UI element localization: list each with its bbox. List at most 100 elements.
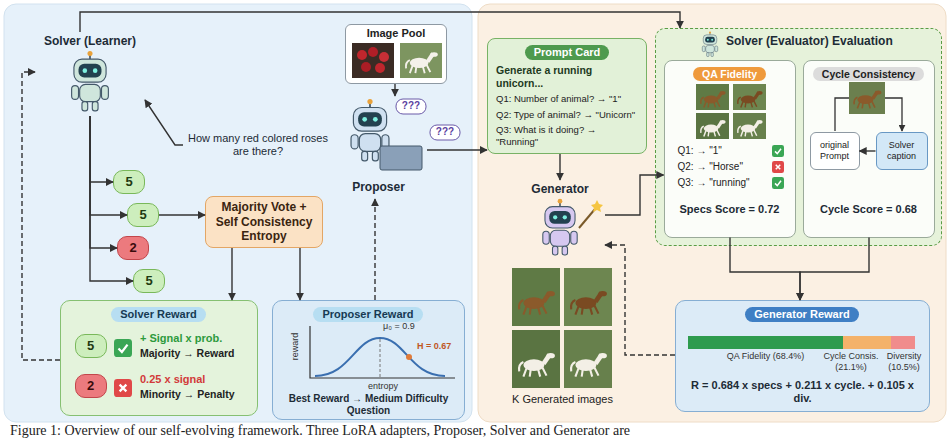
connector-arrow — [90, 116, 113, 182]
answer-bubble: 5 — [133, 269, 165, 293]
connector-arrow — [90, 116, 127, 215]
answer-bubble: 5 — [127, 203, 159, 227]
section-heading: Solver Reward — [111, 307, 205, 322]
answer-bubble: 5 — [75, 334, 107, 358]
question-line: Q2: Type of animal? → "Unicorn" — [496, 109, 638, 120]
thought-bubble — [396, 99, 426, 114]
prompt-text: Generate a running unicorn... — [496, 64, 638, 89]
check-icon — [772, 177, 784, 189]
connector-arrow — [800, 238, 869, 301]
generator-panel — [478, 4, 946, 422]
section-heading: Proposer Reward — [313, 307, 422, 322]
robot-icon — [72, 51, 109, 111]
axis-label: reward — [290, 324, 301, 368]
connector-arrow — [427, 149, 487, 150]
generated-image — [733, 113, 766, 139]
reward-box: Solver Reward + Signal x prob. Majority → … — [60, 300, 258, 416]
connector-arrow — [374, 199, 375, 300]
generated-image — [696, 84, 729, 110]
legend-label: Cycle Consis. (21.1%) — [822, 351, 880, 373]
box-label: original Prompt — [815, 140, 855, 162]
agent-name: Solver (Learner) — [35, 34, 145, 48]
answer-check: Q3: → "running" — [678, 177, 770, 189]
flow-line — [835, 98, 849, 131]
agent-name: Proposer — [330, 180, 427, 194]
generated-image — [564, 330, 612, 388]
chart-annotation: μ₀ = 0.9 — [383, 321, 443, 332]
generated-image — [512, 268, 560, 326]
image-caption: K Generated images — [505, 393, 620, 406]
question-line: Q1: Number of animal? → "1" — [496, 93, 638, 104]
section-heading: QA Fidelity — [693, 67, 766, 82]
reward-box: Proposer Reward reward entropy μ₀ = 0.9 H = … — [272, 300, 465, 420]
answer-value: 2 — [129, 240, 136, 256]
check-icon — [772, 145, 784, 157]
answer-value: 5 — [145, 273, 152, 289]
answer-value: 5 — [87, 338, 94, 354]
connector-arrow — [299, 248, 300, 300]
chart-axes — [310, 326, 455, 378]
section-heading: Cycle Consistency — [813, 67, 924, 82]
connector-arrow — [860, 150, 876, 151]
prompt-card: Prompt CardGenerate a running unicorn...… — [487, 38, 647, 154]
entropy-marker — [406, 354, 412, 360]
connector-arrow — [730, 238, 800, 301]
answer-value: 5 — [125, 174, 132, 190]
thought-bubble — [430, 125, 460, 140]
connector-arrow — [22, 72, 60, 360]
score-value: Cycle Score = 0.68 — [804, 203, 934, 216]
robot-icon — [543, 199, 577, 255]
connector-arrow — [80, 12, 680, 32]
answer-check: Q2: → "Horse" — [678, 161, 770, 173]
chart-annotation: H = 0.67 — [417, 341, 462, 352]
reward-rule: Majority → Reward — [140, 347, 255, 360]
unicorn-image — [400, 43, 442, 78]
check-icon — [114, 339, 132, 357]
peak-line — [380, 339, 381, 378]
legend-label: Diversity (10.5%) — [882, 351, 926, 373]
score-value: Specs Score = 0.72 — [665, 203, 795, 216]
cross-icon — [114, 379, 132, 397]
generated-image — [849, 82, 885, 114]
reward-formula: R = 0.684 x specs + 0.211 x cycle. + 0.1… — [684, 379, 921, 405]
answer-value: 5 — [139, 207, 146, 223]
bar-segment — [843, 336, 891, 349]
axis-label: entropy — [353, 381, 413, 392]
question-line: Q3: What is it doing? → "Running" — [496, 124, 638, 147]
connector-arrow — [605, 175, 664, 215]
process-label: Majority Vote + Self Consistency Entropy — [210, 200, 318, 243]
learner-panel — [4, 4, 472, 422]
text-box: Solver caption — [876, 132, 928, 170]
connector-arrow — [159, 214, 205, 215]
generated-image — [564, 268, 612, 326]
box-label: Solver caption — [881, 140, 923, 162]
penalty-rule: Minority → Penalty — [140, 388, 255, 401]
figure-caption: Figure 1: Overview of our self-evolving … — [10, 423, 945, 439]
agent-name: Generator — [515, 182, 605, 196]
generated-image — [696, 113, 729, 139]
edge-label: How many red colored roses are there? — [183, 131, 333, 159]
section-heading: Prompt Card — [525, 45, 610, 60]
section-heading: Generator Reward — [745, 307, 858, 322]
answer-bubble: 5 — [113, 170, 145, 194]
chart-caption: Best Reward → Medium Difficulty Question — [278, 393, 459, 416]
legend-label: QA Fidelity (68.4%) — [688, 351, 843, 362]
thought-mark: ??? — [396, 100, 426, 112]
thought-mark: ??? — [430, 126, 460, 138]
generated-image — [512, 330, 560, 388]
group-heading: Solver (Evaluator) Evaluation — [726, 34, 936, 48]
generated-image — [733, 84, 766, 110]
cross-icon — [772, 161, 784, 173]
answer-value: 2 — [87, 378, 94, 394]
penalty-rule: 0.25 x signal — [140, 373, 255, 386]
answer-bubble: 2 — [75, 374, 107, 398]
laptop-icon — [380, 146, 422, 170]
answer-check: Q1: → "1" — [678, 145, 770, 157]
connector-arrow — [90, 116, 133, 281]
reward-rule: + Signal x prob. — [140, 332, 255, 345]
robot-icon — [702, 31, 717, 56]
connector-arrow — [559, 154, 560, 180]
bar-segment — [688, 336, 843, 349]
answer-bubble: 2 — [117, 236, 149, 260]
flow-line — [885, 98, 902, 131]
